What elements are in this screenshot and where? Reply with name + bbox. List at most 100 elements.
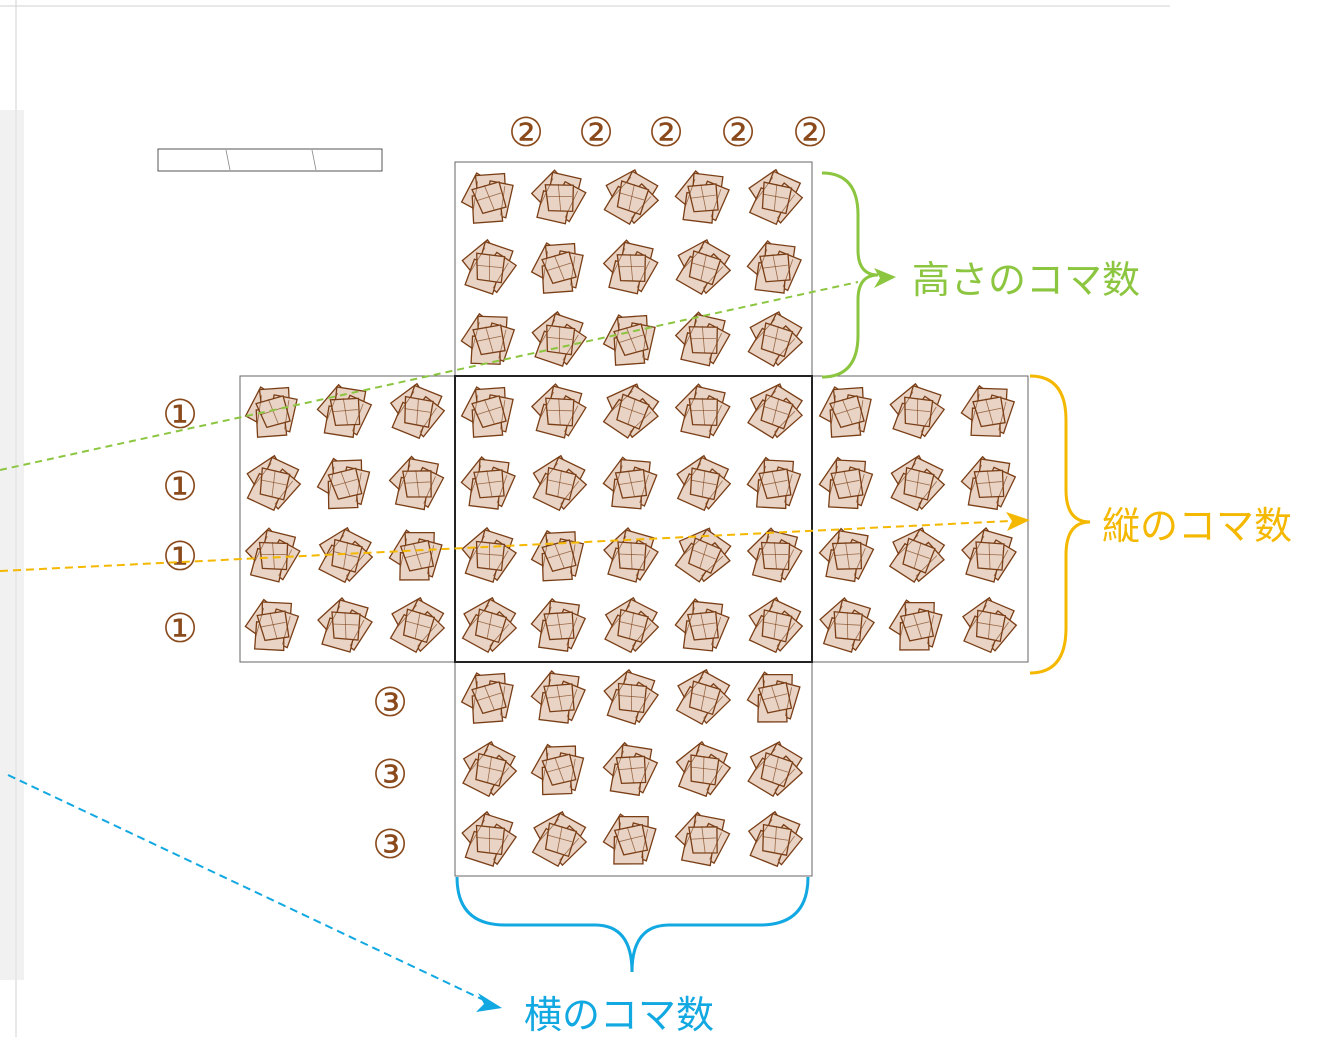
- tile-piece: [600, 738, 662, 800]
- horizontal-dashed-line: [7, 774, 489, 1003]
- tile-piece: [603, 527, 659, 583]
- tile-piece: [523, 520, 594, 591]
- height-brace: [821, 171, 879, 379]
- tile-piece: [595, 304, 666, 375]
- tile-piece: [670, 593, 735, 658]
- tile-piece: [818, 596, 876, 654]
- horizontal-brace: [455, 876, 810, 973]
- tile-piece: [237, 376, 308, 447]
- horizontal-label: 横のコマ数: [524, 993, 714, 1037]
- tile-piece: [527, 450, 592, 515]
- tile-piece: [602, 668, 660, 726]
- tile-piece: [743, 593, 807, 657]
- height-dashed-line: [0, 281, 859, 471]
- tile-piece: [387, 453, 447, 513]
- tile-piece: [740, 663, 809, 732]
- tile-piece: [598, 450, 664, 516]
- tile-piece: [743, 235, 807, 299]
- vertical-label: 縦のコマ数: [1102, 504, 1292, 548]
- tile-piece: [741, 305, 809, 373]
- tile-piece: [668, 519, 739, 590]
- tile-piece: [882, 520, 952, 590]
- column-marker: ②: [792, 110, 828, 156]
- tile-piece: [813, 450, 880, 517]
- tile-piece: [958, 452, 1020, 514]
- tile-piece: [673, 310, 732, 369]
- tile-piece: [456, 591, 523, 658]
- tile-piece: [744, 808, 806, 870]
- tile-piece: [673, 382, 732, 441]
- row-marker: ①: [162, 606, 198, 652]
- tile-piece: [816, 524, 878, 586]
- vertical-arrow-icon: [1006, 512, 1030, 531]
- tile-piece: [596, 805, 665, 874]
- tile-piece: [598, 592, 664, 658]
- row-marker: ①: [162, 464, 198, 510]
- tile-piece: [526, 805, 593, 872]
- tile-piece: [597, 163, 665, 231]
- tile-piece: [596, 376, 667, 446]
- tile-piece: [955, 377, 1023, 445]
- column-marker: ②: [508, 110, 544, 156]
- center-region-frame: [454, 375, 813, 663]
- tile-piece: [958, 594, 1020, 656]
- tile-piece: [244, 526, 302, 584]
- tile-piece: [382, 521, 451, 590]
- tile-piece: [523, 232, 594, 303]
- lower-marker: ③: [372, 822, 408, 868]
- tile-piece: [310, 448, 380, 519]
- horizontal-arrow-icon: [476, 993, 502, 1012]
- tile-piece: [888, 381, 947, 440]
- tile-piece: [460, 237, 519, 296]
- tile-piece: [885, 450, 950, 515]
- tile-piece: [386, 380, 448, 442]
- tile-piece: [317, 597, 373, 653]
- tile-piece: [669, 233, 737, 301]
- ruler-left: [0, 0, 24, 1037]
- tile-piece: [673, 809, 733, 869]
- tile-piece: [527, 665, 591, 729]
- tile-piece: [239, 592, 306, 659]
- lower-marker: ③: [372, 752, 408, 798]
- tile-piece: [672, 451, 735, 515]
- tile-piece: [671, 165, 735, 229]
- tile-piece: [384, 591, 451, 658]
- height-arrow-icon: [874, 268, 896, 288]
- tile-piece: [670, 663, 737, 730]
- tile-piece: [453, 376, 524, 447]
- tile-piece: [741, 735, 810, 803]
- column-marker: ②: [648, 110, 684, 156]
- tile-piece: [524, 734, 594, 805]
- lower-marker: ③: [372, 680, 408, 726]
- tile-piece: [456, 736, 522, 802]
- vertical-brace: [1029, 374, 1091, 675]
- tile-piece: [882, 591, 951, 660]
- tile-piece: [746, 526, 804, 584]
- tile-piece: [741, 450, 808, 517]
- tile-piece: [961, 527, 1017, 583]
- row-marker: ①: [162, 534, 198, 580]
- tile-piece: [741, 376, 810, 445]
- tile-piece: [527, 594, 591, 657]
- tile-piece: [241, 451, 305, 515]
- tile-piece: [530, 309, 589, 368]
- tile-piece: [744, 165, 807, 229]
- tile-piece: [460, 810, 518, 868]
- tile-piece: [530, 382, 588, 440]
- tile-piece: [453, 162, 524, 233]
- height-label: 高さのコマ数: [912, 258, 1140, 302]
- tile-piece: [529, 168, 588, 227]
- tile-piece: [453, 662, 524, 733]
- tile-piece: [673, 739, 733, 799]
- tile-piece: [601, 238, 660, 297]
- tile-piece: [460, 526, 518, 584]
- tile-grid: [237, 162, 1023, 874]
- tile-piece: [457, 451, 521, 515]
- column-marker: ②: [720, 110, 756, 156]
- tile-piece: [455, 305, 523, 373]
- tile-piece: [811, 376, 882, 447]
- small-label-box: [157, 148, 383, 172]
- column-marker: ②: [578, 110, 614, 156]
